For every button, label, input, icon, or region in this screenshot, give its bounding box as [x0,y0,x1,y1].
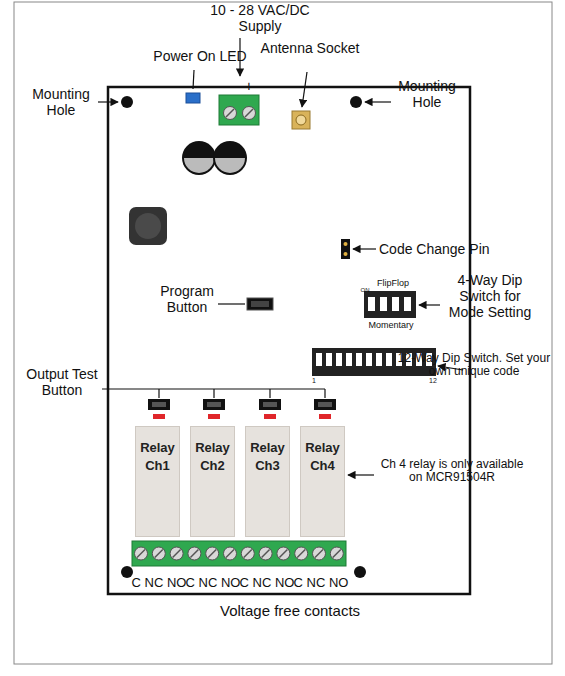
screw-slot [297,550,305,558]
contact-label: C NC NO [292,575,350,590]
relay: Relay Ch3 [245,426,290,537]
output-terminal-block [132,541,346,566]
contact-label: C NC NO [130,575,188,590]
dip-lever [346,353,352,366]
terminal-polarity: + [243,77,255,94]
terminal-screw [206,547,219,560]
test-button [259,399,281,410]
switch-mode: FlipFlop [368,278,418,288]
dip-switch-4 [364,291,416,318]
note-label: Ch 4 relay is only available on MCR91504… [377,458,527,484]
capacitor [213,141,247,175]
dip-lever [326,353,332,366]
relay-led [153,414,165,419]
caption-label: Voltage free contacts [160,602,420,619]
screw-slot [190,550,198,558]
relay: Relay Ch4 [300,426,345,537]
mounting-hole [354,566,366,578]
terminal-screw [330,547,343,560]
dip-lever [336,353,342,366]
relay-label: Relay Ch2 [191,427,234,475]
terminal-screw [313,547,326,560]
terminal-screw [152,547,165,560]
dip-lever [380,297,387,311]
mounting-hole-label: Mounting Hole [392,78,462,110]
pin-label: Code Change Pin [379,241,509,257]
antenna-label: Antenna Socket [250,40,370,56]
outer-frame [14,2,552,664]
switch-on: ON [357,287,373,294]
test-button-cap [318,402,332,407]
led-label: Power On LED [150,48,250,64]
dip-label: 4-Way Dip Switch for Mode Setting [442,272,538,320]
switch-number: 12 [426,377,440,385]
test-button-cap [152,402,166,407]
capacitor [182,141,216,175]
dip-lever [368,297,375,311]
mounting-hole [121,96,133,108]
inductor [129,207,167,245]
relay: Relay Ch1 [135,426,180,537]
screw-slot [333,550,341,558]
test-button-cap [207,402,221,407]
relay: Relay Ch2 [190,426,235,537]
relay-label: Relay Ch1 [136,427,179,475]
screw-slot [155,550,163,558]
screw-slot [244,550,252,558]
dip-lever [356,353,362,366]
dip-label: 12-Way Dip Switch. Set your own unique c… [390,352,558,378]
screw-slot [315,550,323,558]
test-button [148,399,170,410]
terminal-screw [277,547,290,560]
program-button [247,298,273,310]
terminal-screw [224,547,237,560]
dip-lever [376,353,382,366]
screw-slot [262,550,270,558]
contact-label: C NC NO [184,575,242,590]
mounting-hole-label: Mounting Hole [26,86,96,118]
terminal-screw [135,547,148,560]
supply-terminal [219,95,259,125]
screw-slot [173,550,181,558]
code-change-pin [341,239,350,259]
antenna-socket [292,111,310,129]
relay-led [208,414,220,419]
terminal-screw [241,547,254,560]
terminal-screw [170,547,183,560]
relay-label: Relay Ch4 [301,427,344,475]
test-button [203,399,225,410]
relay-led [319,414,331,419]
dip-lever [392,297,399,311]
dip-lever [404,297,411,311]
dip-lever [316,353,322,366]
test-button-cap [263,402,277,407]
button-label: Program Button [156,283,218,315]
button-label: Output Test Button [24,366,100,398]
power-led [186,93,200,103]
terminal-screw [295,547,308,560]
screw-slot [137,550,145,558]
dip-lever [366,353,372,366]
screw-slot [279,550,287,558]
terminal-screw [259,547,272,560]
contact-label: C NC NO [238,575,296,590]
terminal-screw [188,547,201,560]
mounting-hole [350,96,362,108]
test-button [314,399,336,410]
relay-led [264,414,276,419]
mounting-hole [121,566,133,578]
dip-lever [386,353,392,366]
terminal-polarity: - [224,77,236,94]
relay-label: Relay Ch3 [246,427,289,475]
screw-slot [208,550,216,558]
switch-number: 1 [308,377,320,385]
supply-label: 10 - 28 VAC/DC Supply [190,2,330,34]
circuit-board [108,87,470,594]
switch-mode: Momentary [360,320,422,330]
screw-slot [226,550,234,558]
